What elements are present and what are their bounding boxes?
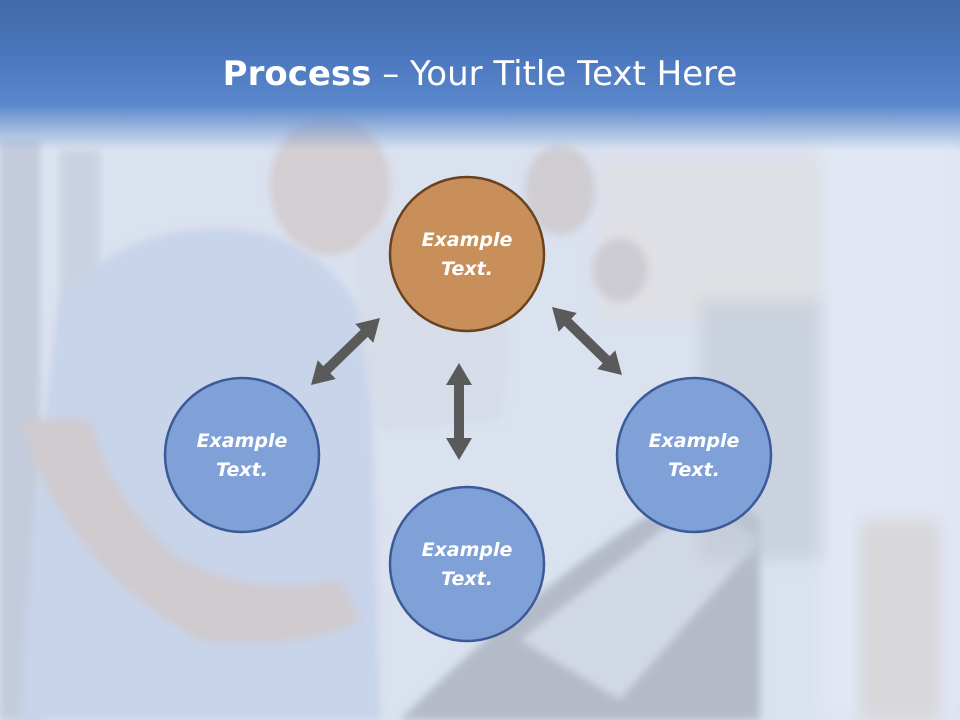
node-top-line1: Example bbox=[422, 229, 513, 251]
arrows-layer bbox=[311, 307, 622, 460]
node-top-circle bbox=[388, 175, 546, 333]
node-right-circle bbox=[615, 376, 773, 534]
node-right-line2: Text. bbox=[668, 459, 720, 481]
arrow-top-bottom bbox=[446, 363, 472, 460]
header-band bbox=[0, 0, 960, 150]
node-bottom-line2: Text. bbox=[441, 568, 493, 590]
node-right-line1: Example bbox=[649, 430, 740, 452]
title-dash: – bbox=[371, 54, 411, 94]
nodes-layer: ExampleText.ExampleText.ExampleText.Exam… bbox=[163, 175, 773, 643]
node-left-line1: Example bbox=[197, 430, 288, 452]
slide-title[interactable]: Process – Your Title Text Here bbox=[0, 52, 960, 96]
arrow-top-right bbox=[552, 307, 622, 375]
node-left-line2: Text. bbox=[216, 459, 268, 481]
node-bottom-circle bbox=[388, 485, 546, 643]
node-left-circle bbox=[163, 376, 321, 534]
arrow-top-left bbox=[311, 318, 380, 385]
title-bold-part: Process bbox=[222, 54, 372, 94]
node-bottom-line1: Example bbox=[422, 539, 513, 561]
title-rest: Your Title Text Here bbox=[410, 54, 738, 94]
node-top-line2: Text. bbox=[441, 258, 493, 280]
